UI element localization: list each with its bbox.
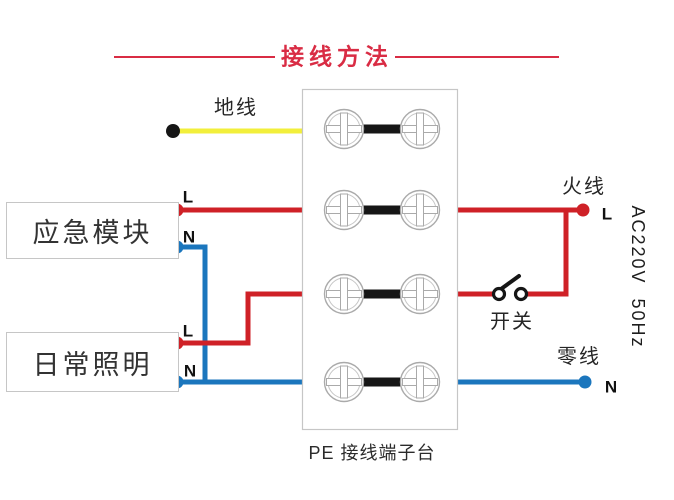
title-divider-right — [395, 56, 559, 58]
ground-terminal-dot — [166, 124, 180, 138]
live-output-dot — [576, 203, 590, 217]
neutral-n-label: N — [604, 377, 618, 397]
daily-lighting-label: 日常照明 — [32, 349, 153, 380]
neutral-output-dot — [578, 375, 592, 389]
daily-lighting-box: 日常照明 — [6, 332, 179, 392]
switch-icon — [491, 274, 529, 302]
daily-live-wire — [177, 291, 303, 346]
daily-l-label: L — [182, 321, 194, 341]
daily-n-label: N — [183, 361, 197, 381]
terminal-block-label: PE 接线端子台 — [308, 443, 436, 463]
switch-label: 开关 — [490, 311, 534, 333]
power-spec-label: AC220V 50Hz — [628, 205, 648, 349]
ground-wire-label: 地线 — [214, 97, 258, 119]
neutral-wire-label: 零线 — [557, 346, 601, 368]
terminal-block — [301, 88, 459, 431]
emergency-module-label: 应急模块 — [32, 218, 153, 248]
emergency-module-box: 应急模块 — [6, 202, 179, 259]
live-wire-label: 火线 — [562, 176, 606, 198]
emergency-n-label: N — [182, 227, 196, 247]
live-l-label: L — [601, 204, 613, 224]
switched-live-wire — [526, 210, 569, 297]
title-divider-left — [114, 56, 275, 58]
page-title: 接线方法 — [281, 43, 393, 70]
emergency-l-label: L — [182, 187, 194, 207]
